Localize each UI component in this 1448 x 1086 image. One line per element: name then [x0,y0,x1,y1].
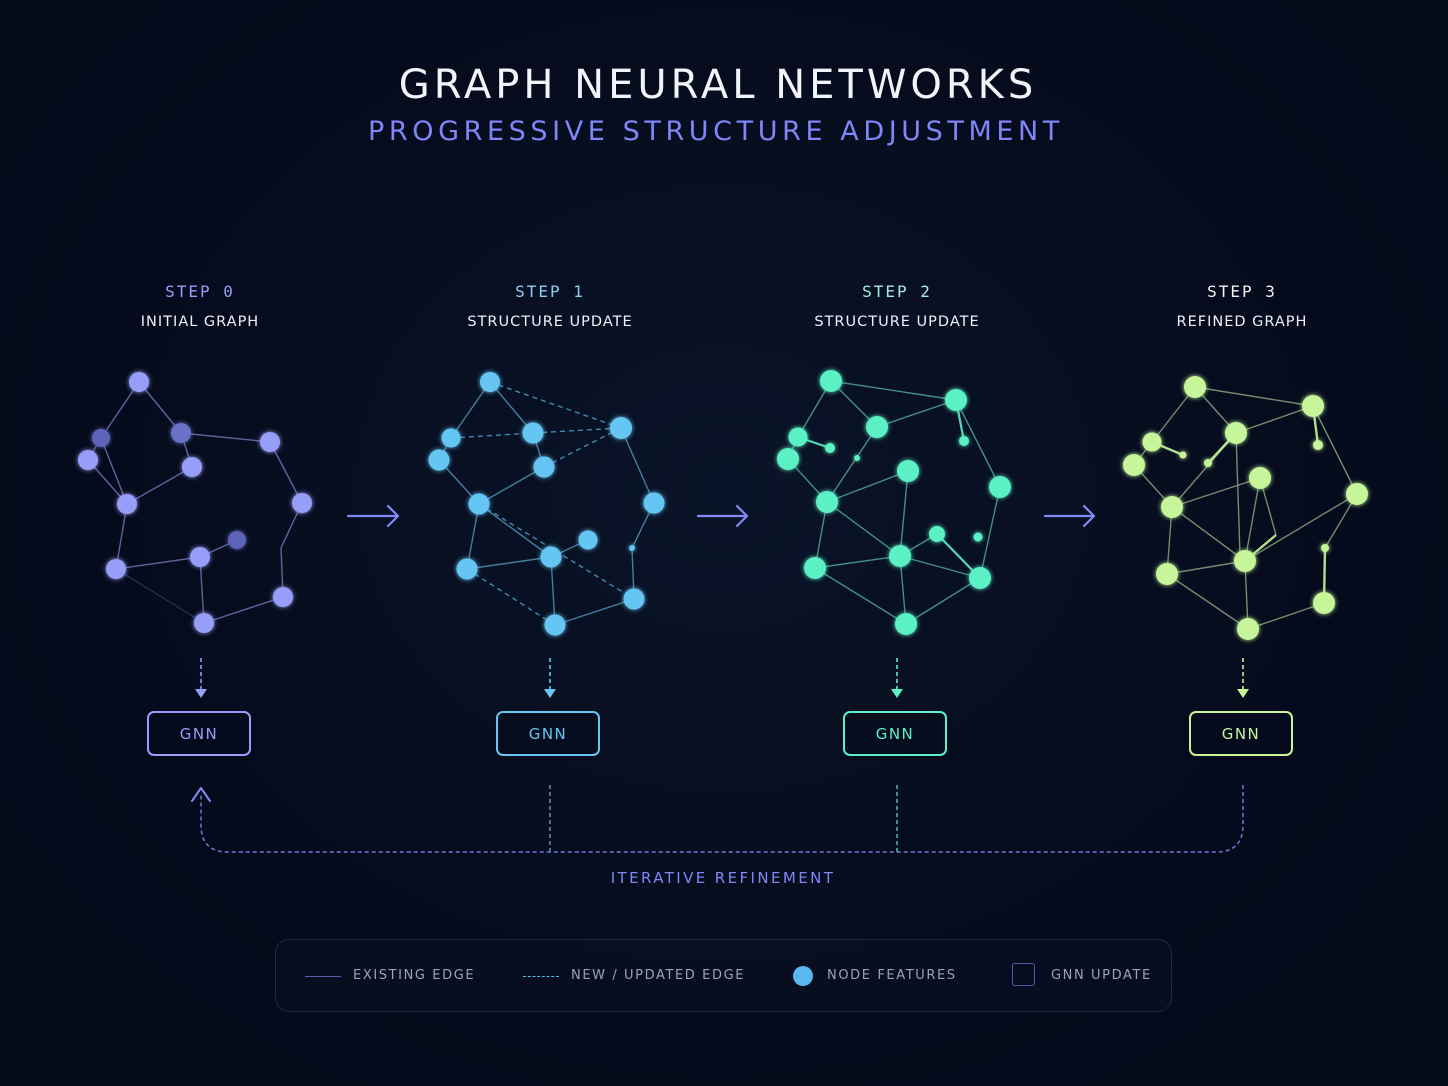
step-number: STEP 1 [515,282,585,301]
refinement-loop [200,785,1244,853]
step-name: INITIAL GRAPH [140,314,260,330]
step-name: STRUCTURE UPDATE [467,314,633,330]
legend: EXISTING EDGE NEW / UPDATED EDGE NODE FE… [275,939,1172,1012]
step-name: REFINED GRAPH [1176,314,1308,330]
step-header-1: STEP 1 STRUCTURE UPDATE [400,282,700,330]
step-arrow-0-1 [346,504,400,528]
graph-step-1 [428,372,665,636]
step-header-3: STEP 3 REFINED GRAPH [1092,282,1392,330]
step-arrow-2-3 [1043,504,1096,528]
legend-new-edge: NEW / UPDATED EDGE [571,968,746,983]
down-arrow-step-2 [891,658,903,698]
step-header-0: STEP 0 INITIAL GRAPH [50,282,350,330]
down-arrow-step-3 [1237,658,1249,698]
down-arrow-step-1 [544,658,556,698]
existing-edge-swatch [305,976,341,977]
loop-arrowhead [191,787,211,802]
legend-gnn-update: GNN UPDATE [1051,968,1152,983]
page-subtitle: PROGRESSIVE STRUCTURE ADJUSTMENT [368,116,1064,147]
graph-step-3 [1123,376,1368,640]
gnn-box-step-1: GNN [496,711,600,756]
page-title: GRAPH NEURAL NETWORKS [398,62,1038,108]
new-edge-swatch [523,976,559,977]
step-name: STRUCTURE UPDATE [814,314,980,330]
gnn-update-swatch [1012,963,1035,986]
legend-existing-edge: EXISTING EDGE [353,968,476,983]
step-header-2: STEP 2 STRUCTURE UPDATE [747,282,1047,330]
step-arrow-1-2 [696,504,749,528]
gnn-box-step-2: GNN [843,711,947,756]
step-number: STEP 3 [1207,282,1277,301]
step-number: STEP 2 [862,282,932,301]
node-features-swatch [793,966,813,986]
graph-step-0 [78,372,312,633]
step-number: STEP 0 [165,282,235,301]
loop-label: ITERATIVE REFINEMENT [610,869,836,887]
gnn-box-step-0: GNN [147,711,251,756]
legend-node-features: NODE FEATURES [827,968,957,983]
gnn-box-step-3: GNN [1189,711,1293,756]
down-arrow-step-0 [195,658,207,698]
graph-step-2 [777,370,1011,635]
